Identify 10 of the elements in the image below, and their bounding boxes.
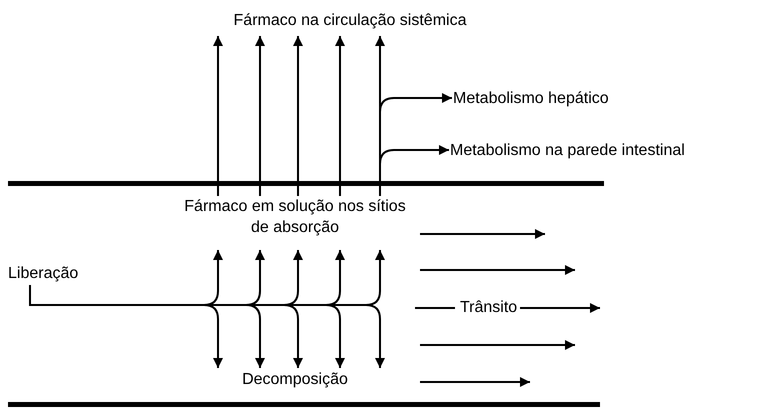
process-label: Decomposição	[200, 369, 390, 390]
process-label: Fármaco na circulação sistêmica	[180, 10, 520, 31]
arrow	[255, 36, 265, 196]
process-label: Fármaco em solução nos sítios de absorção	[180, 196, 410, 238]
arrow	[213, 36, 223, 196]
process-label: Metabolismo hepático	[453, 88, 683, 109]
process-label: Metabolismo na parede intestinal	[450, 140, 775, 161]
process-label: Liberação	[8, 263, 98, 284]
arrow	[335, 36, 345, 196]
arrow	[293, 36, 303, 196]
